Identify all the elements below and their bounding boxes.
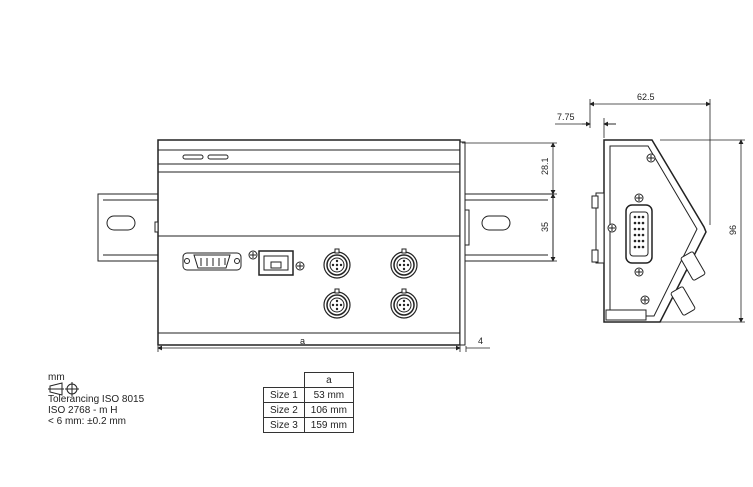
dimension-a xyxy=(157,345,490,352)
din-rail xyxy=(97,193,554,262)
side-dimensions xyxy=(555,99,745,323)
dsub-connector xyxy=(182,252,242,271)
vertical-dimensions xyxy=(462,142,557,262)
table-row: Size 1 53 mm xyxy=(263,387,354,403)
tolerance-line-3: < 6 mm: ±0.2 mm xyxy=(48,416,127,427)
ground-screw-icon xyxy=(248,250,258,260)
size-label: Size 3 xyxy=(263,417,305,433)
size-table: a Size 1 53 mm Size 2 106 mm Size 3 159 … xyxy=(263,372,354,433)
size-label: Size 1 xyxy=(263,387,305,403)
tolerance-line-2: ISO 2768 - m H xyxy=(48,405,118,416)
size-value: 159 mm xyxy=(303,417,354,433)
dimension-4-label: 4 xyxy=(478,336,483,346)
tolerance-legend: mm Tolerancing ISO 8015 ISO 2768 - m H <… xyxy=(48,372,144,427)
dimension-35-label: 35 xyxy=(540,222,550,232)
size-table-header: a xyxy=(303,372,354,388)
unit-label: mm xyxy=(48,372,65,383)
side-view xyxy=(591,139,707,323)
size-label: Size 2 xyxy=(263,402,305,418)
size-value: 106 mm xyxy=(303,402,354,418)
tolerance-line-1: Tolerancing ISO 8015 xyxy=(48,394,145,405)
ground-screw-icon xyxy=(295,261,305,271)
projection-symbol-icon xyxy=(48,382,79,396)
table-row: Size 3 159 mm xyxy=(263,417,354,433)
front-view: a 4 28.1 35 xyxy=(97,139,557,352)
dimension-a-label: a xyxy=(300,336,305,346)
dimension-7-75-label: 7.75 xyxy=(557,112,575,122)
dimension-28-1-label: 28.1 xyxy=(540,157,550,175)
rj45-port xyxy=(258,250,294,276)
dimension-96-label: 96 xyxy=(728,225,738,235)
table-row: Size 2 106 mm xyxy=(263,402,354,418)
size-value: 53 mm xyxy=(303,387,354,403)
device-housing xyxy=(154,139,470,346)
dimension-62-5-label: 62.5 xyxy=(637,92,655,102)
